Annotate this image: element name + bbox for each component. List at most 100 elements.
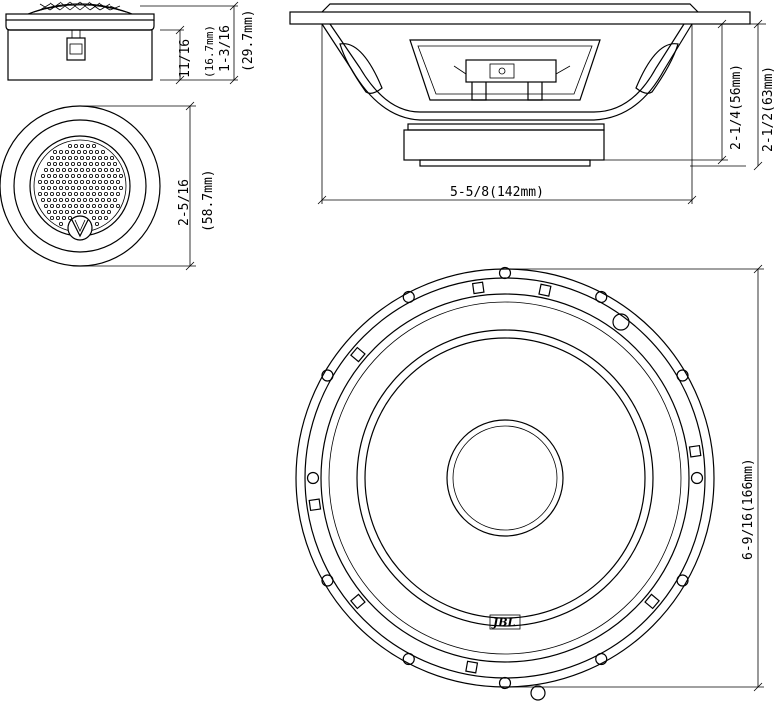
grille-hole (53, 161, 58, 166)
mounting-hole (306, 471, 320, 485)
grille-hole (86, 191, 91, 196)
grille-hole (95, 209, 100, 214)
grille-hole (83, 149, 88, 154)
grille-hole (95, 149, 100, 154)
woofer-side-view: 2-1/4(56mm) 2-1/2(63mm) 5-5/8(142mm) (289, 3, 776, 205)
grille-hole (113, 161, 118, 166)
grille-hole (47, 185, 52, 190)
mounting-tab (350, 593, 366, 610)
grille-hole (104, 179, 109, 184)
grille-hole (110, 203, 115, 208)
grille-hole (56, 215, 61, 220)
grille-hole (77, 161, 82, 166)
grille-hole (80, 155, 85, 160)
grille-hole (92, 167, 97, 172)
grille-hole (116, 203, 121, 208)
grille-hole (77, 209, 82, 214)
grille-hole (59, 197, 64, 202)
grille-hole (110, 155, 115, 160)
grille-hole (65, 173, 70, 178)
grille-hole (80, 167, 85, 172)
grille-hole (47, 209, 52, 214)
grille-hole (68, 191, 73, 196)
grille-hole (89, 209, 94, 214)
grille-hole (68, 179, 73, 184)
grille-hole (74, 179, 79, 184)
grille-hole (119, 185, 124, 190)
basket-window-left (339, 43, 383, 94)
grille-hole (107, 173, 112, 178)
grille-hole (110, 179, 115, 184)
grille-hole (98, 155, 103, 160)
grille-hole (74, 191, 79, 196)
grille-hole (68, 203, 73, 208)
grille-hole (83, 161, 88, 166)
grille-hole (50, 215, 55, 220)
grille-hole (95, 185, 100, 190)
woofer-outer-diameter-label: 6-9/16(166mm) (741, 458, 756, 560)
mounting-tab (538, 283, 552, 297)
grille-hole (101, 149, 106, 154)
grille-hole (98, 215, 103, 220)
mounting-hole (690, 471, 704, 485)
grille-hole (44, 203, 49, 208)
mounting-tab (644, 593, 660, 610)
grille-hole (80, 203, 85, 208)
grille-hole (86, 203, 91, 208)
tweeter-side-height-mm: (16.7mm) (203, 25, 216, 78)
woofer-front-view: JBL 6-9/16(166mm) (295, 264, 764, 701)
terminal-left (471, 82, 487, 101)
grille-hole (101, 209, 106, 214)
grille-hole (44, 179, 49, 184)
grille-hole (86, 167, 91, 172)
tweeter-total-height-mm: (29.7mm) (241, 9, 256, 72)
grille-hole (50, 155, 55, 160)
grille-hole (101, 173, 106, 178)
grille-hole (71, 149, 76, 154)
grille-hole (71, 209, 76, 214)
grille-hole (92, 179, 97, 184)
grille-hole (50, 179, 55, 184)
mounting-hole (676, 574, 689, 587)
mounting-hole-large (530, 685, 546, 701)
mounting-hole (498, 266, 512, 280)
grille-hole (65, 209, 70, 214)
terminal-right (527, 82, 543, 101)
grille-hole (95, 197, 100, 202)
grille-hole (74, 167, 79, 172)
tweeter-side-view: 11/16 (16.7mm) 1-3/16 (29.7mm) (5, 1, 256, 85)
grille-hole (89, 185, 94, 190)
grille-hole (95, 173, 100, 178)
mounting-hole (402, 290, 415, 304)
grille-hole (77, 149, 82, 154)
mounting-tab (688, 444, 702, 458)
grille-hole (56, 167, 61, 172)
grille-hole (104, 215, 109, 220)
mounting-hole (498, 676, 512, 690)
grille-hole (56, 155, 61, 160)
grille-hole (71, 161, 76, 166)
grille-hole (89, 197, 94, 202)
grille-hole (83, 185, 88, 190)
grille-hole (71, 173, 76, 178)
grille-hole (53, 149, 58, 154)
grille-hole (77, 173, 82, 178)
grille-hole (68, 143, 73, 148)
tweeter-diameter-mm: (58.7mm) (201, 169, 216, 232)
tweeter-total-height-in: 1-3/16 (218, 25, 233, 72)
grille-hole (86, 143, 91, 148)
woofer-mounting-tabs (308, 281, 702, 674)
grille-hole (107, 161, 112, 166)
grille-hole (110, 167, 115, 172)
mounting-tab (465, 660, 479, 674)
woofer-depth1-label: 2-1/4(56mm) (729, 64, 744, 150)
grille-hole (110, 191, 115, 196)
grille-hole (83, 197, 88, 202)
grille-hole (89, 149, 94, 154)
grille-hole (53, 209, 58, 214)
grille-hole (68, 155, 73, 160)
grille-hole (65, 149, 70, 154)
grille-hole (56, 191, 61, 196)
